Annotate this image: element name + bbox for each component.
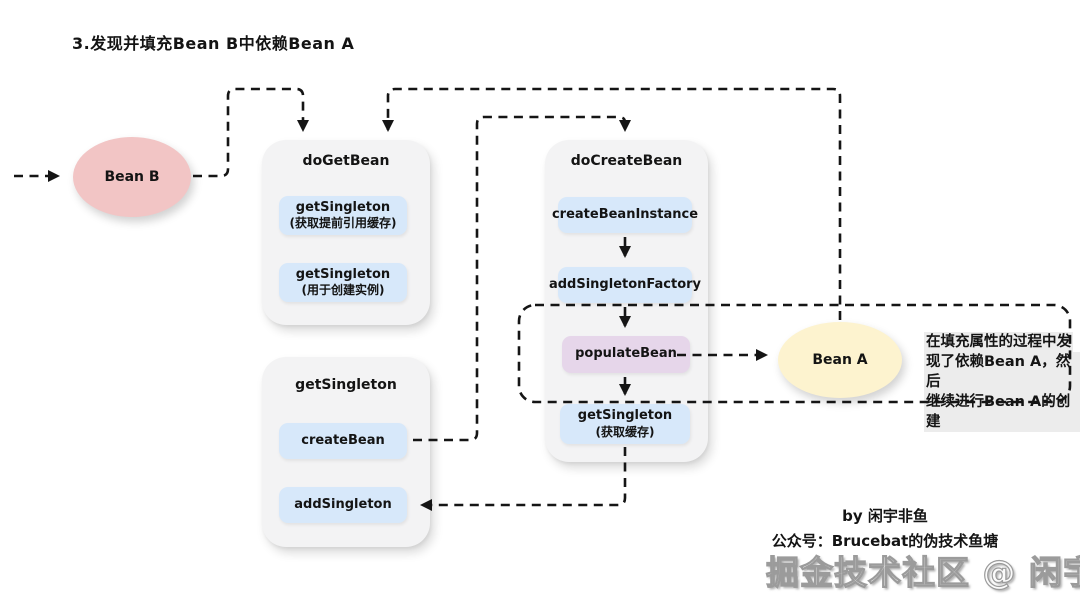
do-get-bean-title: doGetBean <box>302 153 390 169</box>
bean-b-label: Bean B <box>104 169 160 185</box>
step-get-singleton-cache: getSingleton (获取缓存) <box>560 404 690 444</box>
step-label: getSingleton <box>295 199 391 215</box>
annotation-line: 继续进行Bean A的创建 <box>924 392 1080 432</box>
step-populate-bean: populateBean <box>562 336 690 373</box>
step-add-singleton: addSingleton <box>279 487 407 523</box>
step-add-singleton-factory: addSingletonFactory <box>549 267 701 303</box>
do-create-bean-title: doCreateBean <box>570 153 683 169</box>
step-label: createBean <box>301 432 385 448</box>
step-get-singleton-early-cache: getSingleton (获取提前引用缓存) <box>279 196 407 235</box>
step-label: createBeanInstance <box>551 206 699 222</box>
annotation-note: 在填充属性的过程中发 现了依赖Bean A，然后 继续进行Bean A的创建 <box>924 331 1080 432</box>
step-sublabel: (用于创建实例) <box>301 283 385 298</box>
get-singleton-box: getSingleton createBean addSingleton <box>262 357 430 547</box>
step-create-bean-instance: createBeanInstance <box>552 197 698 233</box>
bean-b-node: Bean B <box>73 137 191 217</box>
page-title: 3.发现并填充Bean B中依赖Bean A <box>72 34 355 53</box>
step-label: addSingleton <box>294 496 392 512</box>
do-get-bean-box: doGetBean getSingleton (获取提前引用缓存) getSin… <box>262 140 430 325</box>
step-label: getSingleton <box>577 408 673 424</box>
bean-a-node: Bean A <box>778 322 902 398</box>
get-singleton-title: getSingleton <box>295 377 397 393</box>
annotation-line: 现了依赖Bean A，然后 <box>924 352 1080 392</box>
step-get-singleton-create-instance: getSingleton (用于创建实例) <box>279 263 407 302</box>
step-label: getSingleton <box>295 266 391 282</box>
annotation-line: 在填充属性的过程中发 <box>924 332 1073 352</box>
credit-account: 公众号：Brucebat的伪技术鱼塘 <box>771 532 999 550</box>
step-label: populateBean <box>575 346 677 362</box>
step-sublabel: (获取提前引用缓存) <box>289 216 397 231</box>
do-create-bean-box: doCreateBean createBeanInstance addSingl… <box>545 140 708 462</box>
step-sublabel: (获取缓存) <box>595 424 655 439</box>
watermark-text: 掘金技术社区 @ 闲宇非鱼 <box>765 552 1080 592</box>
step-label: addSingletonFactory <box>548 276 702 292</box>
credit-author: by 闲宇非鱼 <box>842 507 928 525</box>
credit-block: by 闲宇非鱼 公众号：Brucebat的伪技术鱼塘 <box>755 505 1015 551</box>
bean-a-label: Bean A <box>812 352 868 368</box>
step-create-bean: createBean <box>279 423 407 459</box>
